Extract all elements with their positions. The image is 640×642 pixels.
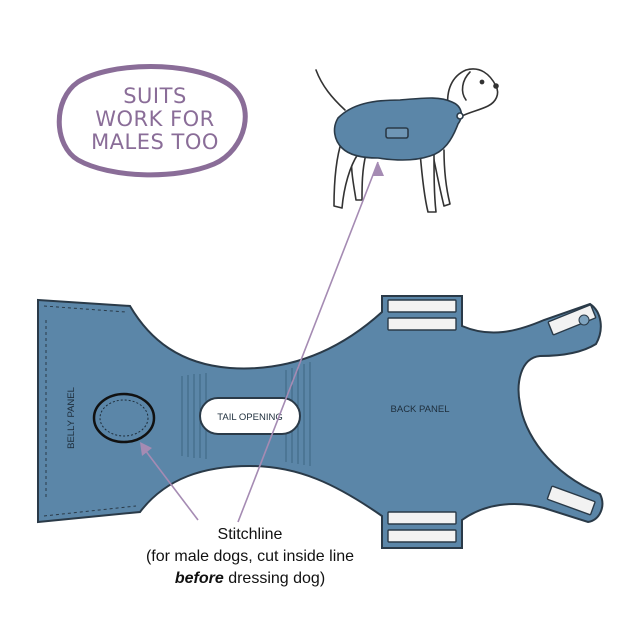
dog-front-leg-far (431, 149, 451, 207)
pointer-arrow-to-oval (140, 442, 152, 456)
dog-ear (461, 71, 471, 101)
velcro-top-2 (387, 317, 457, 331)
velcro-bottom-1 (387, 511, 457, 525)
velcro-bottom-2 (387, 529, 457, 543)
pointers (140, 161, 384, 523)
caption-title: Stitchline (217, 526, 283, 543)
caption-emphasis: before (174, 570, 224, 587)
dog-illustration (315, 68, 499, 213)
caption-line-2: (for male dogs, cut inside line (145, 548, 355, 565)
tail-opening-label: TAIL OPENING (217, 412, 282, 423)
dog-suit-tail-opening (385, 127, 409, 139)
suit-outline (37, 295, 604, 549)
back-panel-label: BACK PANEL (391, 404, 450, 415)
belly-panel-seam (43, 305, 137, 517)
dog-front-leg-near (419, 149, 437, 213)
caption-line-3: before dressing dog) (100, 568, 400, 590)
badge-line-1: SUITS (123, 84, 187, 108)
belly-panel-label: BELLY PANEL (66, 387, 77, 449)
males-badge: SUITS WORK FOR MALES TOO (56, 64, 248, 178)
dog-nose (493, 83, 499, 89)
stitchline-caption: Stitchline (for male dogs, cut inside li… (100, 524, 400, 590)
badge-oval (56, 64, 248, 178)
caption-rest: dressing dog) (223, 570, 326, 587)
velcro-lower-strap (546, 485, 596, 516)
pointer-line-to-oval (141, 445, 199, 521)
suit-pattern: TAIL OPENING BELLY PANEL BACK PANEL (37, 295, 604, 549)
strap-snap (578, 314, 590, 326)
badge-line-3: MALES TOO (91, 130, 219, 154)
pointer-arrow-to-dog (372, 162, 384, 176)
dog-tail (315, 69, 346, 111)
stitchline-oval (92, 392, 156, 444)
dog-back-leg-near (333, 139, 359, 209)
velcro-strips (387, 299, 597, 543)
dog-suit-snap (456, 112, 464, 120)
badge-line-2: WORK FOR (95, 107, 215, 131)
pointer-line-to-dog (237, 161, 379, 523)
stitchline-oval-inner (99, 399, 149, 437)
velcro-top-1 (387, 299, 457, 313)
dog-eye (479, 79, 485, 85)
velcro-upper-strap (547, 304, 597, 336)
